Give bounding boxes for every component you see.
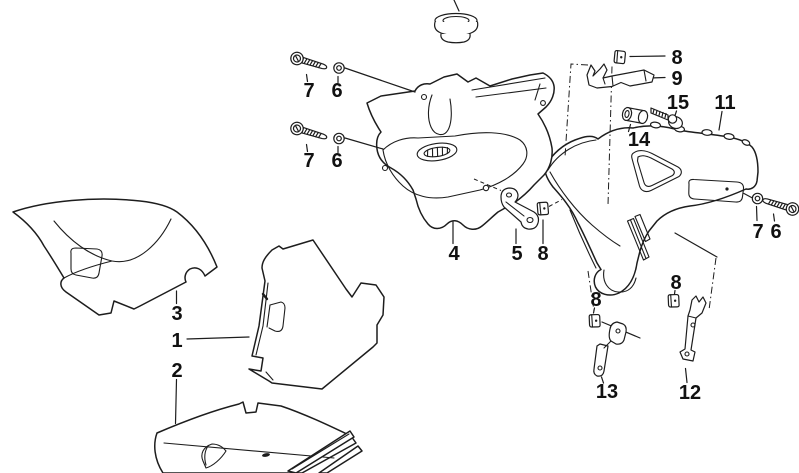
leader-lines [174,0,776,425]
washer-lower-left-icon [333,132,345,145]
top-bracket [586,63,655,89]
callout-7-lower-left: 7 [303,150,314,172]
callout-2: 2 [171,360,182,382]
screw-with-washer-icon [650,107,683,130]
insulation-sheet [248,239,385,390]
right-side-panel [544,121,759,296]
clip-bracket-13-icon [587,313,602,329]
callout-7-upper-left: 7 [303,80,314,102]
callout-6-right: 6 [770,221,781,243]
clip-center-icon [535,200,550,217]
screw-right-icon [760,193,799,218]
small-bracket [500,187,540,230]
callout-12: 12 [679,382,701,404]
callout-3: 3 [171,303,182,325]
callout-14: 14 [628,129,651,151]
clip-bracket-12-icon [666,293,681,309]
callout-5: 5 [511,243,522,265]
screw-lower-left-icon [288,120,330,145]
grommet [434,12,479,44]
callout-15: 15 [667,92,689,114]
callout-13: 13 [596,381,618,403]
callout-6-upper-left: 6 [331,80,342,102]
callout-4: 4 [448,243,460,265]
floor-tray [154,401,363,473]
callout-8-bracket12: 8 [670,272,681,294]
callout-8-top: 8 [671,47,682,69]
bushing-icon [621,106,649,125]
bracket-12 [679,295,707,362]
upper-left-panel [12,198,218,316]
clip-nut-top-icon [613,49,627,65]
callout-1: 1 [171,330,182,352]
callout-11: 11 [714,92,735,114]
screw-upper-left-icon [288,50,330,75]
callout-6-lower-left: 6 [331,150,342,172]
callout-labels: 7 6 7 6 4 5 8 8 9 15 11 14 3 1 2 8 13 8 … [171,47,781,404]
washer-upper-left-icon [333,62,345,74]
washer-right-icon [751,192,764,205]
callout-8-center: 8 [537,243,548,265]
callout-8-bracket13: 8 [590,289,601,311]
callout-9: 9 [671,68,682,90]
callout-7-right: 7 [752,221,763,243]
center-heat-shield [366,72,555,230]
bracket-13 [593,321,627,377]
